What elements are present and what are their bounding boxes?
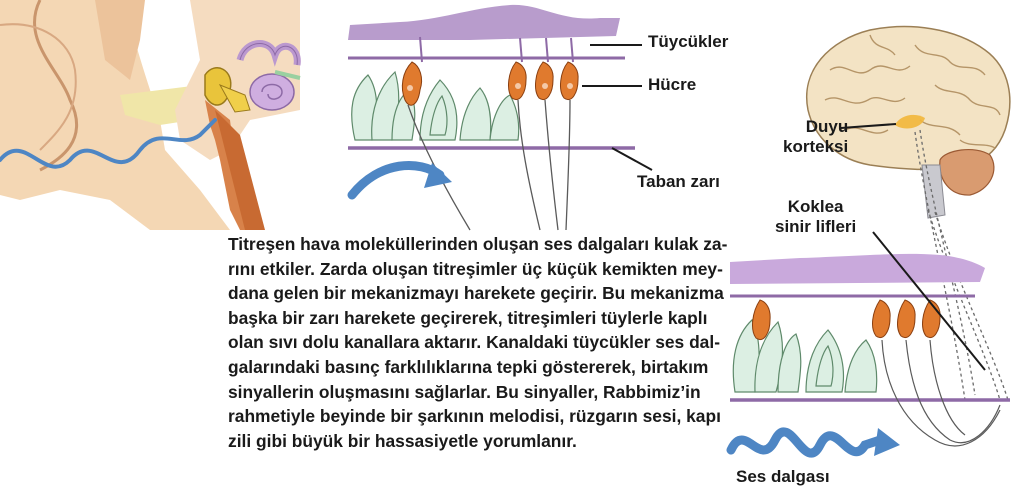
- paragraph-line: galarındaki basınç farklılıklarına tepki…: [228, 355, 728, 380]
- hair-cell-diagram-bottom: [730, 232, 1010, 456]
- paragraph-line: başka bir zarı harekete geçirerek, titre…: [228, 306, 728, 331]
- description-paragraph: Titreşen hava moleküllerinden oluşan ses…: [228, 232, 728, 453]
- sensory-cortex-label: Duyu korteksi: [783, 117, 848, 157]
- sensory-cortex-label-line2: korteksi: [783, 137, 848, 157]
- hair-cells-label: Tüycükler: [648, 32, 728, 52]
- ear-illustration: [0, 0, 300, 230]
- cochlear-nerve-label: Koklea sinir lifleri: [775, 197, 856, 237]
- paragraph-line: zili gibi büyük bir hassasiyetle yorumla…: [228, 429, 728, 454]
- cell-label: Hücre: [648, 75, 696, 95]
- paragraph-line: dana gelen bir mekanizmayı harekete geçi…: [228, 281, 728, 306]
- sensory-cortex-label-line1: Duyu: [783, 117, 848, 137]
- hair-cell-diagram-top: [348, 5, 652, 230]
- paragraph-line: sinyallerin oluşmasını sağlarlar. Bu sin…: [228, 380, 728, 405]
- paragraph-line: rahmetiyle beyinde bir şarkının melodisi…: [228, 404, 728, 429]
- sound-wave-label: Ses dalgası: [736, 467, 830, 487]
- paragraph-line: olan sıvı dolu kanallara aktarır. Kanald…: [228, 330, 728, 355]
- paragraph-line: Titreşen hava moleküllerinden oluşan ses…: [228, 232, 728, 257]
- cochlear-nerve-label-line2: sinir lifleri: [775, 217, 856, 237]
- paragraph-line: rını etkiler. Zarda oluşan titreşimler ü…: [228, 257, 728, 282]
- cochlear-nerve-label-line1: Koklea: [775, 197, 856, 217]
- basilar-membrane-label: Taban zarı: [637, 172, 720, 192]
